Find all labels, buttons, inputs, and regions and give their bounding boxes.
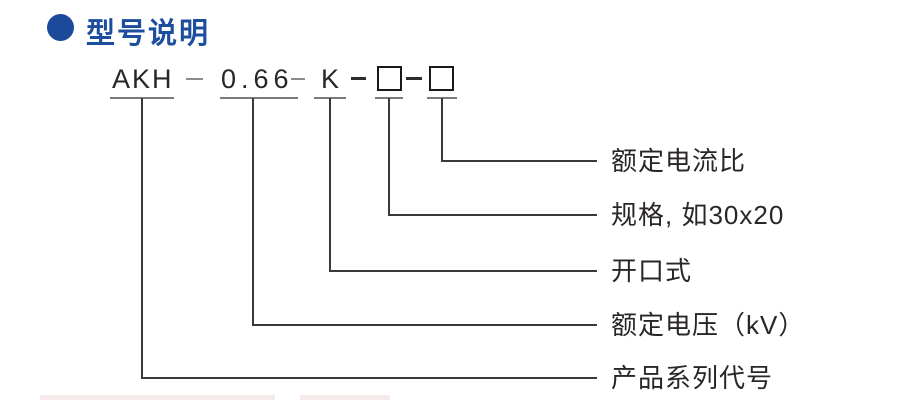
dash-separator: [186, 78, 203, 80]
code-placeholder-box-ratio: [429, 66, 454, 91]
legend-label-spec: 规格, 如30x20: [611, 200, 785, 230]
code-segment-voltage: 0.66: [221, 64, 294, 94]
legend-label-rated-current-ratio: 额定电流比: [611, 146, 747, 176]
connector-line-vertical: [141, 98, 143, 379]
dash-separator: [291, 78, 305, 80]
section-title: 型号说明: [86, 18, 211, 50]
connector-line-horizontal: [329, 270, 597, 272]
dash-separator: [406, 77, 422, 80]
segment-underline: [220, 97, 298, 99]
code-segment-series: AKH: [112, 64, 174, 94]
section-header: 型号说明: [0, 0, 915, 50]
section-bullet-icon: [47, 14, 74, 41]
connector-line-horizontal: [441, 160, 597, 162]
connector-line-vertical: [329, 98, 331, 272]
code-placeholder-box-spec: [377, 66, 402, 91]
code-segment-open-type: K: [321, 64, 340, 94]
connector-line-vertical: [441, 98, 443, 162]
dash-separator: [351, 77, 366, 80]
cropped-next-section-text: [40, 395, 275, 400]
connector-line-vertical: [252, 98, 254, 326]
legend-label-rated-voltage: 额定电压（kV）: [611, 310, 806, 340]
legend-label-open-type: 开口式: [611, 256, 693, 286]
connector-line-vertical: [388, 98, 390, 216]
connector-line-horizontal: [252, 324, 597, 326]
connector-line-horizontal: [141, 377, 597, 379]
legend-label-product-series: 产品系列代号: [611, 363, 774, 393]
connector-line-horizontal: [388, 214, 597, 216]
cropped-next-section-text: [300, 395, 390, 400]
